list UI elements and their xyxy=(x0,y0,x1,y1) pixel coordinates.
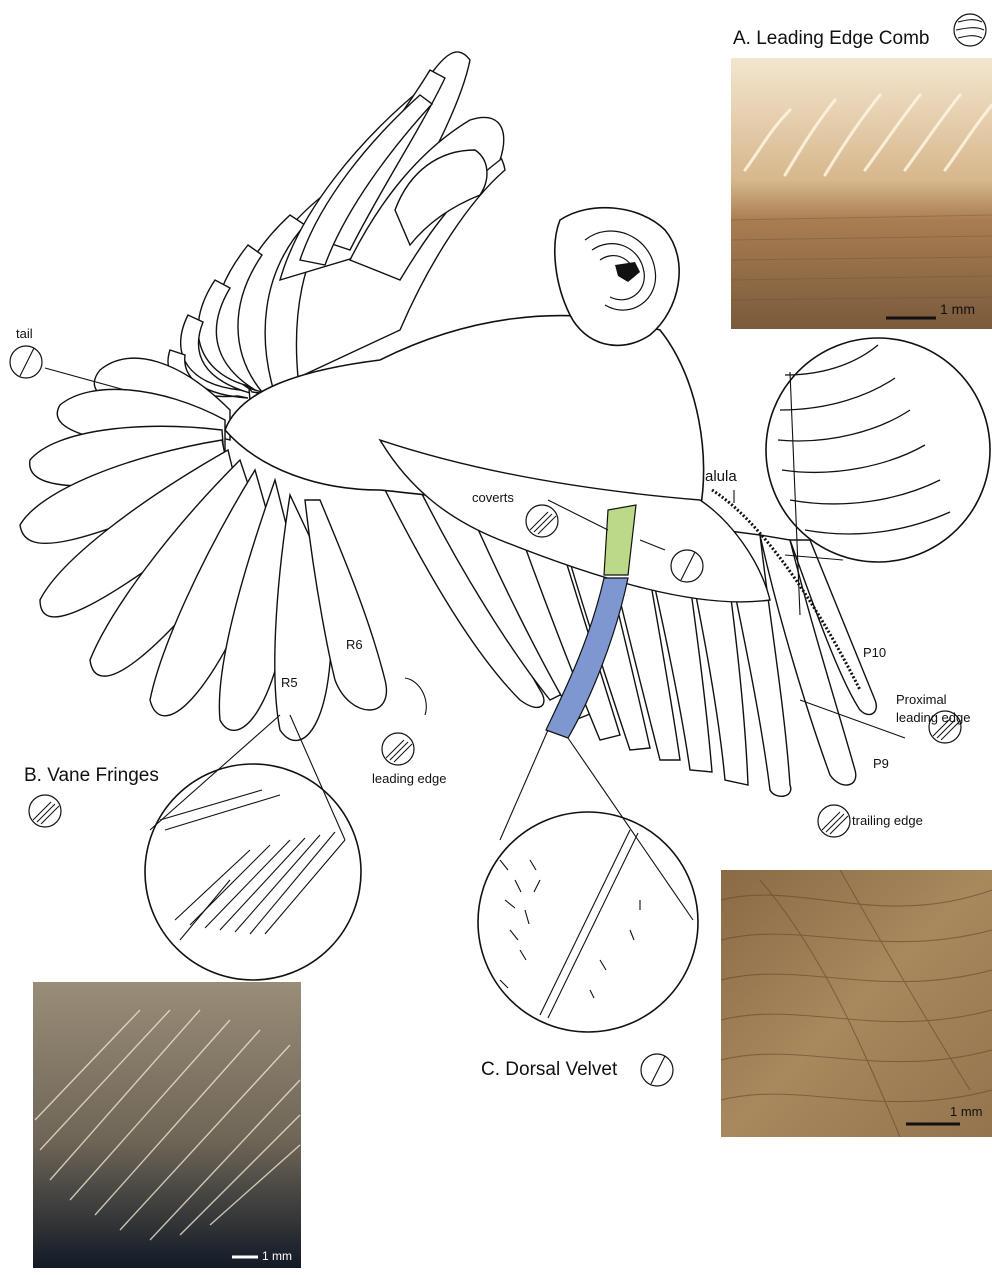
label-trailing-edge: trailing edge xyxy=(852,814,923,827)
velvet-icon xyxy=(10,346,42,378)
fringe-magnifier xyxy=(145,764,361,980)
scale-comb: 1 mm xyxy=(940,301,975,317)
comb-icon xyxy=(954,14,986,46)
label-p10: P10 xyxy=(863,646,886,659)
label-alula: alula xyxy=(705,469,737,484)
comb-magnifier xyxy=(766,338,990,562)
scale-velvet: 1 mm xyxy=(950,1104,983,1119)
label-r6: R6 xyxy=(346,638,363,651)
fringe-icon xyxy=(29,795,61,827)
fringe-icon xyxy=(382,733,414,765)
fringe-photo xyxy=(33,982,301,1268)
fringe-icon xyxy=(818,805,850,837)
title-leading-edge-comb: A. Leading Edge Comb xyxy=(733,29,929,48)
velvet-magnifier xyxy=(478,812,698,1032)
velvet-icon xyxy=(671,550,703,582)
velvet-photo xyxy=(721,870,992,1137)
scale-fringes: 1 mm xyxy=(262,1249,292,1263)
label-proximal: Proximal xyxy=(896,693,947,706)
label-tail: tail xyxy=(16,327,33,340)
label-proximal-leading-edge: leading edge xyxy=(896,711,970,724)
fringe-icon xyxy=(526,505,558,537)
label-r5: R5 xyxy=(281,676,298,689)
title-vane-fringes: B. Vane Fringes xyxy=(24,766,159,785)
velvet-icon xyxy=(641,1054,673,1086)
title-dorsal-velvet: C. Dorsal Velvet xyxy=(481,1060,617,1079)
comb-photo xyxy=(731,58,992,329)
label-p9: P9 xyxy=(873,757,889,770)
label-coverts: coverts xyxy=(472,491,514,504)
label-leading-edge: leading edge xyxy=(372,772,446,785)
